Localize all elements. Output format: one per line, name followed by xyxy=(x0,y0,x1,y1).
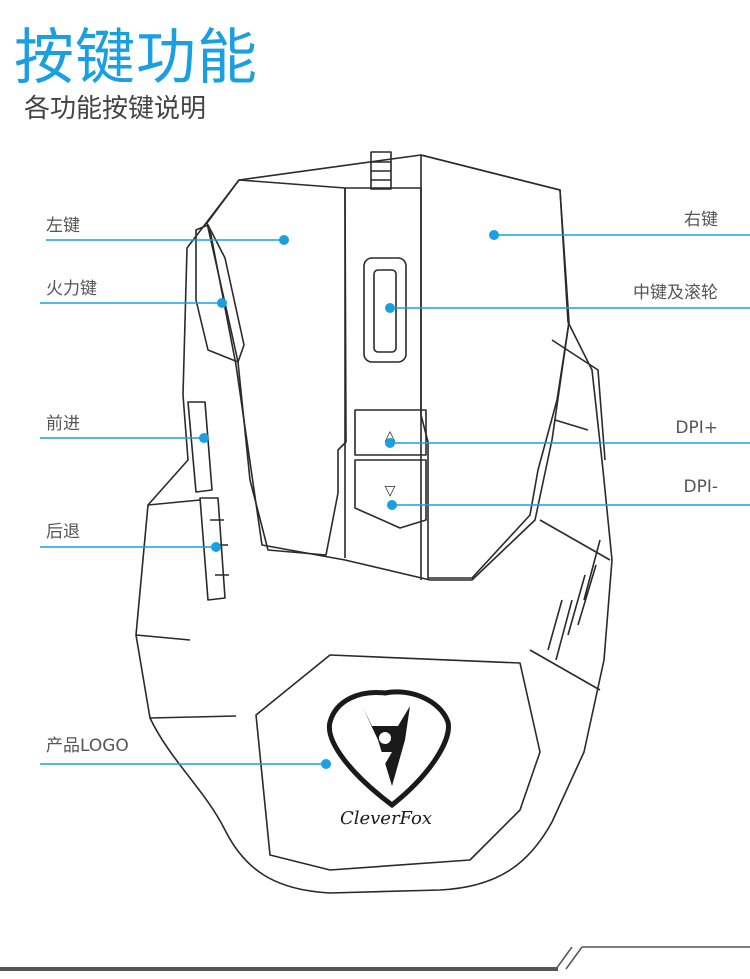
left-button-panel xyxy=(206,179,347,556)
right-button-panel xyxy=(420,154,570,579)
dpi-up-button-shape xyxy=(354,409,427,456)
callout-dpi-up: DPI+ xyxy=(675,418,718,438)
dpi-down-button-shape xyxy=(354,459,427,529)
callout-logo: 产品LOGO xyxy=(46,736,129,756)
mouse-cable xyxy=(370,151,392,190)
callout-forward: 前进 xyxy=(46,414,80,434)
scroll-wheel xyxy=(363,257,407,363)
brand-name: CleverFox xyxy=(340,808,432,829)
bottom-divider xyxy=(0,946,750,971)
callout-dpi-down: DPI- xyxy=(683,477,719,497)
mouse-outline xyxy=(135,151,613,894)
center-channel xyxy=(344,187,422,580)
leader-dots xyxy=(199,230,499,769)
palm-panel xyxy=(255,654,541,871)
callout-back: 后退 xyxy=(46,522,80,542)
page-title: 按键功能 xyxy=(14,23,258,93)
inner-contour xyxy=(209,229,570,581)
dpi-up-symbol: △ xyxy=(385,428,396,444)
callout-right-button: 右键 xyxy=(684,210,718,230)
side-grille xyxy=(547,539,601,661)
callout-fire-button: 火力键 xyxy=(46,279,97,299)
leader-lines xyxy=(40,234,750,765)
page-subtitle: 各功能按键说明 xyxy=(24,94,207,124)
mouse-body-shell xyxy=(135,154,613,894)
dpi-down-symbol: ▽ xyxy=(385,483,396,499)
forward-button-shape xyxy=(187,401,213,493)
callout-middle-wheel: 中键及滚轮 xyxy=(633,283,718,303)
fire-button xyxy=(195,224,245,363)
back-button-shape xyxy=(199,497,226,601)
callout-left-button: 左键 xyxy=(46,216,80,236)
fox-logo xyxy=(326,689,451,809)
